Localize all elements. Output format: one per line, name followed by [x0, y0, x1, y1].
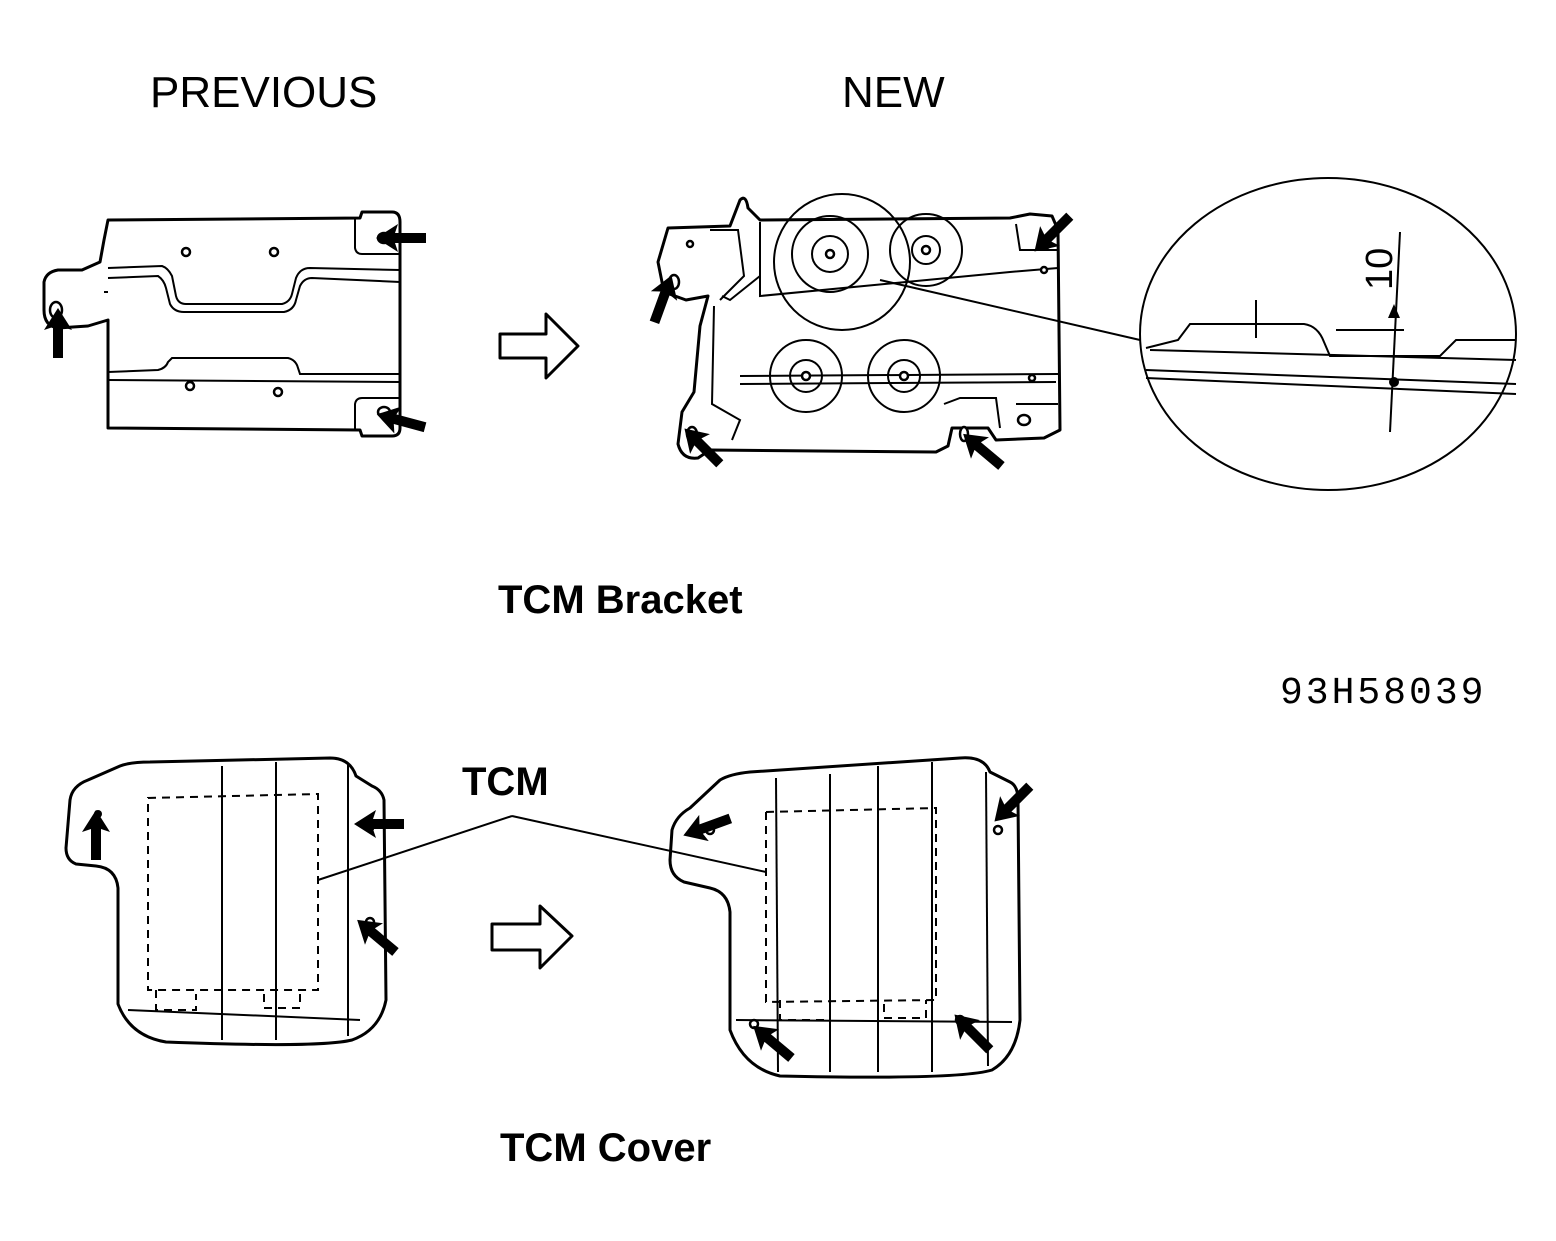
- detail-dimension: 10: [1359, 248, 1401, 290]
- figure-code: 93H58039: [1280, 672, 1487, 715]
- previous-heading: PREVIOUS: [150, 68, 378, 117]
- tcm-cover-caption: TCM Cover: [500, 1126, 712, 1170]
- new-bracket: [641, 193, 1141, 477]
- tcm-label: TCM: [462, 760, 549, 804]
- change-arrow-cover: [490, 904, 574, 970]
- new-heading: NEW: [842, 68, 945, 117]
- tcm-bracket-caption: TCM Bracket: [498, 578, 743, 622]
- new-cover: [668, 756, 1040, 1079]
- previous-bracket: [42, 210, 429, 441]
- previous-cover: [64, 756, 767, 1047]
- change-arrow-bracket: [498, 312, 580, 380]
- detail-magnifier: 10: [1139, 177, 1517, 491]
